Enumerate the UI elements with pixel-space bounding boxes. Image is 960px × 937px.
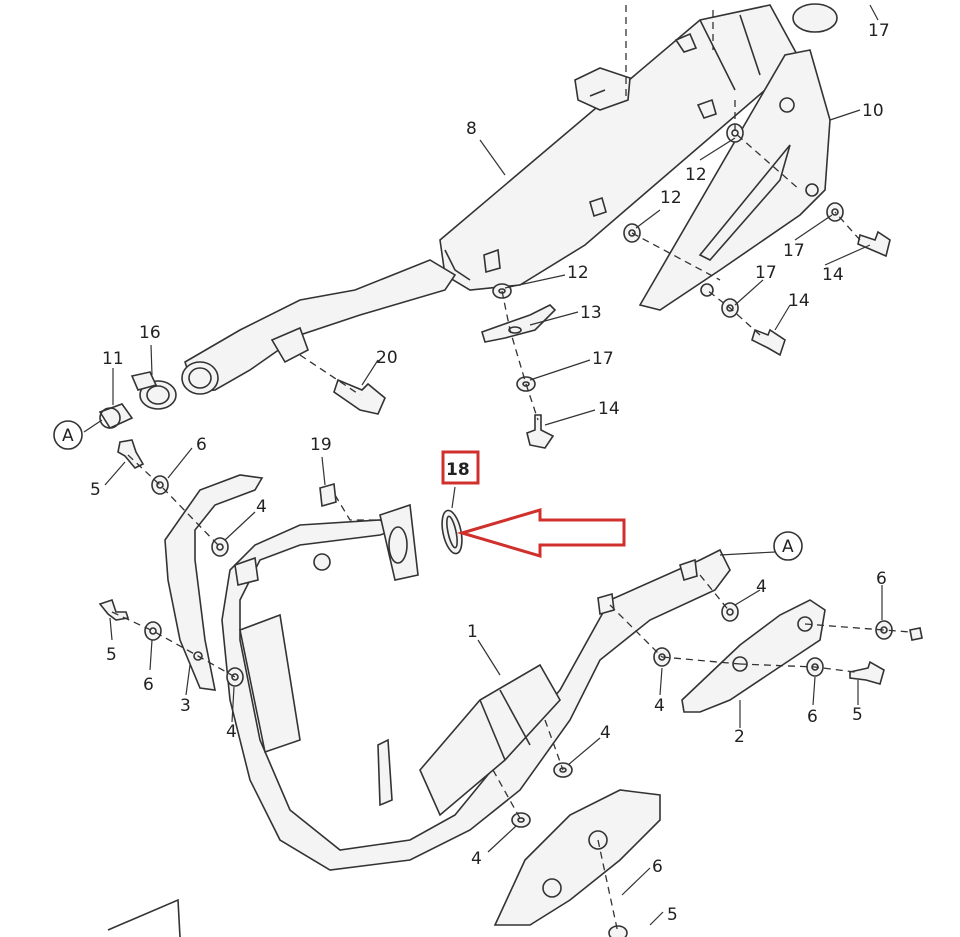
callout-3: 3 bbox=[180, 696, 191, 716]
callout-6d: 6 bbox=[807, 707, 818, 727]
upper-bolts bbox=[333, 230, 891, 449]
callout-20: 20 bbox=[376, 348, 398, 368]
callout-6a: 6 bbox=[196, 435, 207, 455]
callout-5a: 5 bbox=[90, 480, 101, 500]
lower-bolts bbox=[98, 439, 923, 685]
callout-a-left: A bbox=[62, 426, 74, 446]
callout-6b: 6 bbox=[876, 569, 887, 589]
callout-17a: 17 bbox=[868, 21, 890, 41]
muffler-body-part-8 bbox=[181, 3, 838, 395]
protector-part-3 bbox=[164, 474, 264, 691]
lower-protector bbox=[493, 789, 661, 926]
clamp-part-16 bbox=[130, 371, 177, 410]
callout-11: 11 bbox=[102, 349, 124, 369]
callout-14b: 14 bbox=[788, 291, 810, 311]
callout-5d: 5 bbox=[667, 905, 678, 925]
callout-4d: 4 bbox=[654, 696, 665, 716]
callout-1: 1 bbox=[467, 622, 478, 642]
leader-lines bbox=[83, 4, 883, 926]
callout-4a: 4 bbox=[256, 497, 267, 517]
callout-4e: 4 bbox=[600, 723, 611, 743]
callout-17d: 17 bbox=[592, 349, 614, 369]
partial-frame-bottom-left bbox=[107, 898, 181, 937]
reference-circle-a-left bbox=[53, 420, 83, 450]
callout-17b: 17 bbox=[783, 241, 805, 261]
bracket-part-13 bbox=[481, 304, 557, 343]
callout-12c: 12 bbox=[567, 263, 589, 283]
callout-6c: 6 bbox=[143, 675, 154, 695]
callout-13: 13 bbox=[580, 303, 602, 323]
muffler-clips bbox=[483, 32, 717, 274]
callout-4c: 4 bbox=[226, 722, 237, 742]
lower-washers bbox=[144, 475, 893, 937]
callout-4f: 4 bbox=[471, 849, 482, 869]
callout-18: 18 bbox=[446, 460, 470, 480]
callout-19: 19 bbox=[310, 435, 332, 455]
gasket-part-18 bbox=[441, 509, 463, 555]
lower-clips bbox=[319, 482, 698, 616]
protector-part-2 bbox=[681, 599, 826, 713]
callout-14a: 14 bbox=[822, 265, 844, 285]
callout-4b: 4 bbox=[756, 577, 767, 597]
callout-labels: 17 10 8 12 12 17 14 17 14 12 13 17 14 16… bbox=[62, 21, 890, 925]
highlight-arrow bbox=[456, 507, 626, 559]
callout-2: 2 bbox=[734, 727, 745, 747]
callout-a-right: A bbox=[782, 537, 794, 557]
callout-5c: 5 bbox=[852, 705, 863, 725]
callout-17c: 17 bbox=[755, 263, 777, 283]
callout-5b: 5 bbox=[106, 645, 117, 665]
callout-10: 10 bbox=[862, 101, 884, 121]
callout-12a: 12 bbox=[685, 165, 707, 185]
callout-8: 8 bbox=[466, 119, 477, 139]
callout-14c: 14 bbox=[598, 399, 620, 419]
highlight-box-18 bbox=[441, 450, 480, 485]
callout-6e: 6 bbox=[652, 857, 663, 877]
callout-12b: 12 bbox=[660, 188, 682, 208]
callout-16: 16 bbox=[139, 323, 161, 343]
heat-shield-part-10 bbox=[638, 49, 831, 311]
bracket-13-hole bbox=[508, 326, 522, 334]
reference-circle-a-right bbox=[773, 531, 803, 561]
assembly-dashed-lines bbox=[111, 5, 911, 934]
exhaust-pipe-part-1 bbox=[221, 503, 731, 871]
sleeve-part-11 bbox=[98, 403, 134, 430]
